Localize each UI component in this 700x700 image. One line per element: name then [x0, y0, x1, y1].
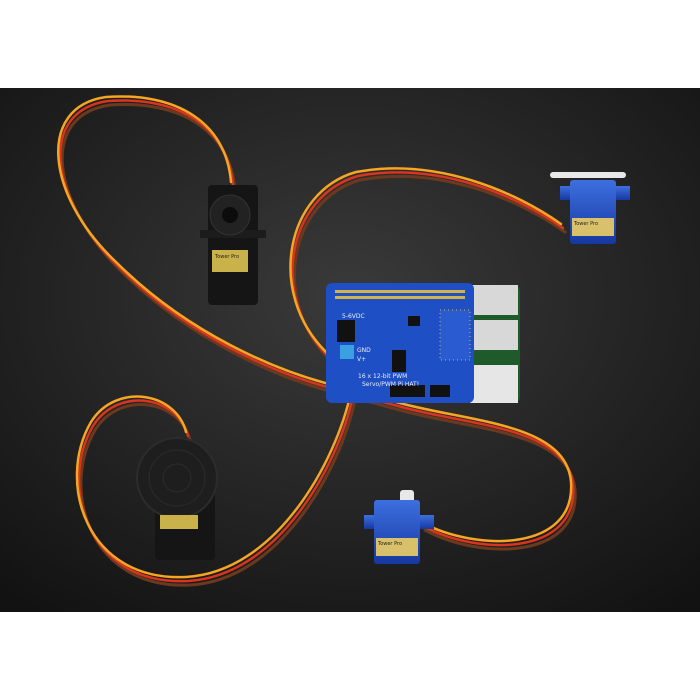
servo-cables [56, 95, 577, 587]
dc-jack [337, 320, 355, 342]
micro-servo-top-right: Tower Pro [550, 172, 630, 244]
usb-ports [470, 285, 518, 403]
chip [392, 350, 406, 372]
board-power: 5-6VDC [342, 313, 365, 320]
terminal-block [340, 345, 354, 359]
cable-bottom-left-servo [75, 390, 357, 587]
servo-brand-label: Tower Pro [573, 221, 598, 227]
cable-top-left-servo [56, 95, 347, 397]
standard-servo-bottom [136, 437, 218, 560]
servo-hat-board: 16 x 12-bit PWM Servo/PWM Pi HAT! 5-6VDC… [326, 283, 474, 403]
board-subtitle: Servo/PWM Pi HAT! [362, 381, 419, 388]
micro-servo-bottom: Tower Pro [364, 490, 434, 564]
servo-horn [550, 172, 626, 178]
board-gnd: GND [357, 347, 371, 354]
servo-brand-label: Tower Pro [214, 254, 239, 260]
standard-servo-top: Tower Pro [200, 185, 266, 305]
servo-brand-label: Tower Pro [377, 541, 402, 547]
ethernet-port [470, 365, 518, 403]
board-title: 16 x 12-bit PWM [358, 373, 407, 380]
board-vplus: V+ [357, 356, 366, 363]
